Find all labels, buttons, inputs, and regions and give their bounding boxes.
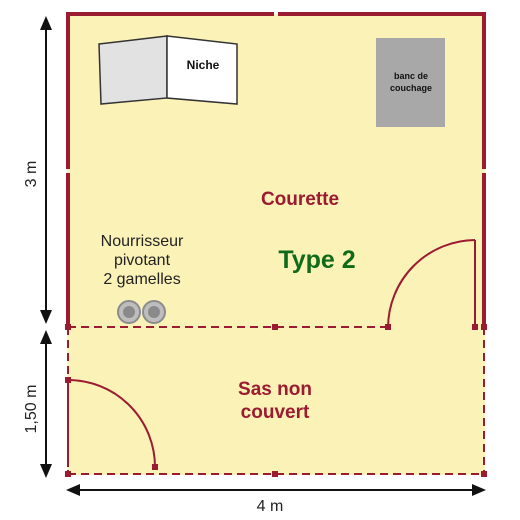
nourrisseur-label: Nourrisseur pivotant 2 gamelles (88, 232, 196, 289)
courette-door (387, 239, 476, 328)
banc-label: banc de couchage (377, 70, 445, 94)
nourrisseur-line1: Nourrisseur (100, 233, 184, 250)
height-3m-arrow-top-head (40, 16, 52, 30)
height-150-arrow-bottom-head (40, 464, 52, 478)
niche-shape (98, 35, 238, 105)
niche-side (98, 35, 168, 105)
courette-label: Courette (260, 189, 340, 210)
type-label: Type 2 (278, 246, 356, 274)
width-arrow-left-head (66, 484, 80, 496)
sas-door (67, 379, 156, 468)
height-150-arrow-top-head (40, 330, 52, 344)
height-3m-arrow-bottom-head (40, 310, 52, 324)
sas-label: Sas non couvert (200, 378, 350, 424)
sas-label-line2: couvert (240, 402, 310, 423)
gamelles (117, 300, 166, 324)
width-arrow-right-head (472, 484, 486, 496)
sas-door-swing (67, 379, 156, 468)
banc-de-couchage (376, 38, 445, 127)
niche-front (166, 35, 238, 105)
courette-door-swing (387, 239, 476, 328)
sas-floor (67, 327, 485, 475)
sas-label-line1: Sas non (238, 379, 312, 400)
dimension-arrows (40, 16, 486, 496)
nourrisseur-line3: 2 gamelles (103, 271, 181, 288)
courette-walls (66, 12, 486, 329)
banc-label-line2: couchage (389, 83, 432, 93)
courette-height-label: 3 m (23, 160, 40, 188)
sas-height-label: 1,50 m (23, 384, 40, 434)
width-dimension-label: 4 m (256, 498, 284, 515)
niche-label: Niche (186, 58, 220, 72)
banc-label-line1: banc de (393, 71, 428, 81)
nourrisseur-line2: pivotant (113, 252, 171, 269)
